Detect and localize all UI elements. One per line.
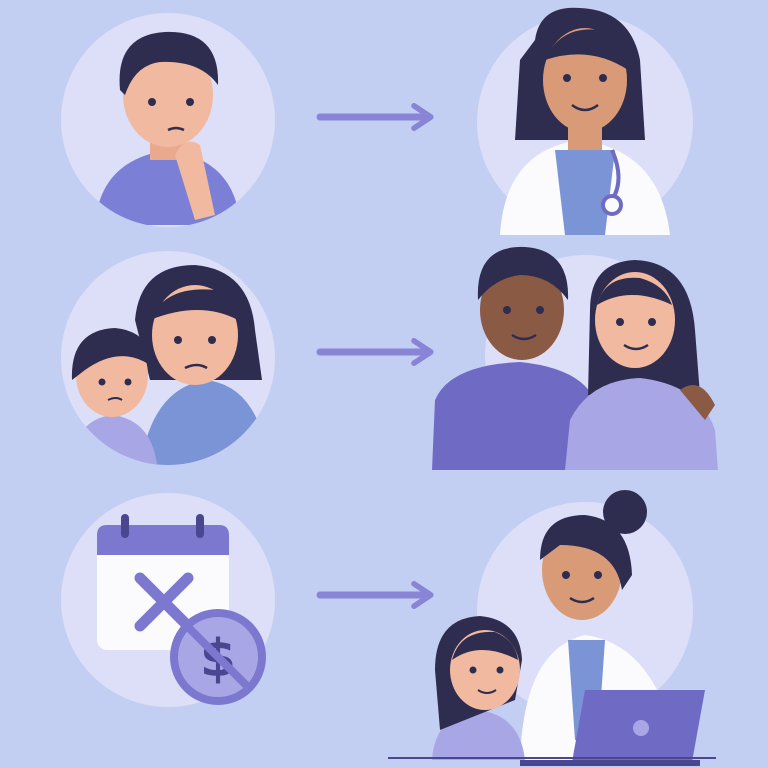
laptop-icon <box>520 690 705 766</box>
worried-person-panel <box>61 13 275 227</box>
doctor-child-panel <box>388 490 716 766</box>
doctor-panel <box>477 7 693 235</box>
hand-on-shoulder <box>680 385 715 420</box>
man-shirt <box>432 362 600 470</box>
face <box>123 43 213 147</box>
worried-parent-child-panel <box>61 251 275 465</box>
x-mark-icon <box>134 572 194 632</box>
cancelled-appointment-panel: $ <box>61 493 275 707</box>
supportive-couple-panel <box>432 246 718 470</box>
hair-bun <box>603 490 647 534</box>
hand-on-chin <box>175 141 215 220</box>
hair <box>119 31 219 95</box>
woman-shirt <box>565 378 718 470</box>
no-dollar-icon: $ <box>170 609 266 705</box>
man-face <box>480 260 564 360</box>
